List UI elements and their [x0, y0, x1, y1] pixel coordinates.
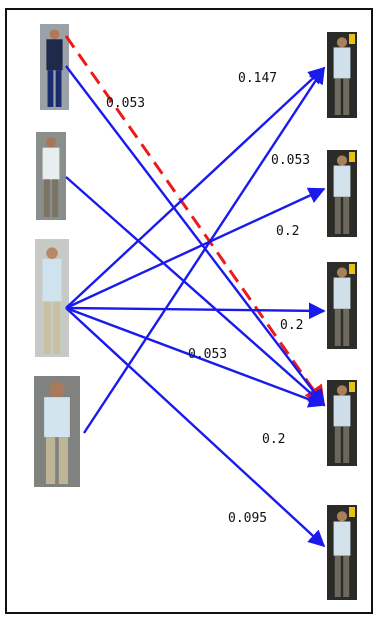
matching-edge: [82, 66, 326, 434]
matching-edge: [65, 307, 326, 548]
sign-detail: [349, 152, 355, 162]
matching-edge: [65, 176, 326, 407]
weight-label-6: 0.053: [188, 347, 227, 362]
query-image-2: [36, 132, 66, 220]
matching-edge: [65, 187, 326, 310]
query-image-1: [40, 24, 69, 110]
sign-detail: [349, 507, 355, 517]
matching-edge: [65, 306, 326, 408]
gallery-image-3: [327, 262, 357, 349]
query-image-3: [35, 239, 69, 357]
gallery-image-1: [327, 32, 357, 118]
gallery-image-2: [327, 150, 357, 237]
matching-edge: [65, 302, 326, 320]
weight-label-3: 0.053: [271, 153, 310, 168]
weight-label-4: 0.2: [276, 224, 299, 239]
gallery-images: [327, 32, 357, 600]
matching-edge: [65, 66, 326, 309]
figure-border: [5, 8, 373, 614]
query-images: [34, 24, 80, 487]
matching-edge: [65, 65, 326, 407]
matching-edges: [64, 35, 326, 548]
gallery-image-4: [327, 380, 357, 466]
weight-label-8: 0.095: [228, 511, 267, 526]
weight-label-7: 0.2: [262, 432, 285, 447]
weight-label-5: 0.2: [280, 318, 303, 333]
gallery-image-5: [327, 505, 357, 600]
sign-detail: [349, 382, 355, 392]
weight-label-2: 0.147: [238, 71, 277, 86]
query-image-4: [34, 376, 80, 487]
ground-truth-edge: [64, 35, 326, 407]
weight-label-1: 0.053: [106, 96, 145, 111]
sign-detail: [349, 264, 355, 274]
sign-detail: [349, 34, 355, 44]
